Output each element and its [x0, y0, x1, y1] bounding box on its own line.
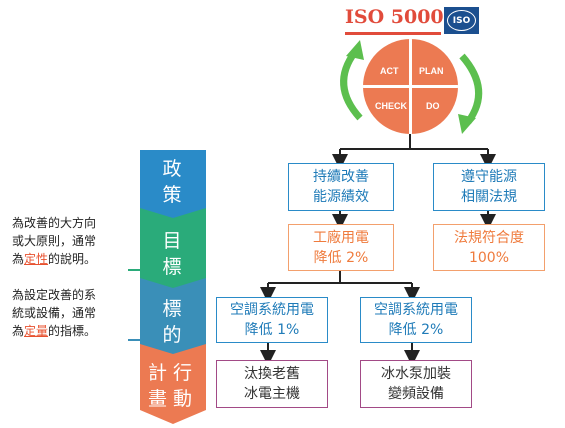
banner-policy-label: 政策	[162, 158, 184, 206]
cycle-arrow-right	[459, 53, 483, 125]
policy-box-left: 持續改善 能源績效	[288, 163, 394, 211]
action-box-left: 汰換老舊 冰電主機	[216, 360, 328, 408]
iso-logo-text: ISO	[447, 10, 476, 31]
title-underline	[345, 32, 441, 35]
target-note-line2: 統或設備，通常	[12, 306, 97, 320]
goal-note-line2: 或大原則，通常	[12, 234, 97, 248]
cycle-arrowhead-left	[346, 40, 364, 60]
pdca-divider-vertical	[409, 39, 412, 134]
banner-goal-label: 目標	[162, 230, 184, 278]
target-note: 為設定改善的系 統或設備，通常 為定量的指標。	[12, 286, 96, 340]
banner-target-shape	[140, 278, 206, 358]
goal-box-left: 工廠用電 降低 2%	[288, 224, 394, 271]
banner-action-shape	[140, 344, 206, 424]
target-box-left: 空調系統用電 降低 1%	[216, 297, 328, 343]
iso-standard-title: ISO 50001	[345, 6, 457, 28]
pdca-act-label: ACT	[380, 66, 399, 76]
goal-note-line1: 為改善的大方向	[12, 216, 97, 230]
banner-action-label: 計行畫動	[147, 362, 198, 410]
banner-policy-shape	[140, 150, 206, 222]
iso-logo: ISO	[444, 7, 479, 34]
pdca-plan-label: PLAN	[419, 66, 444, 76]
banner-goal-shape	[140, 208, 206, 292]
pdca-do-label: DO	[426, 101, 440, 111]
cycle-arrow-left	[340, 49, 363, 121]
pdca-check-label: CHECK	[375, 101, 408, 111]
target-note-line3: 為定量的指標。	[12, 324, 97, 338]
target-box-right: 空調系統用電 降低 2%	[360, 297, 472, 343]
banner-target-label: 標的	[162, 298, 184, 346]
qualitative-highlight: 定性	[24, 252, 49, 266]
goal-note-line3: 為定性的說明。	[12, 252, 97, 266]
action-box-right: 冰水泵加裝 變頻設備	[360, 360, 472, 408]
goal-note: 為改善的大方向 或大原則，通常 為定性的說明。	[12, 214, 96, 268]
pdca-cycle: ACT PLAN CHECK DO	[363, 39, 458, 134]
cycle-arrowhead-right	[458, 114, 476, 134]
goal-box-right: 法規符合度 100%	[433, 224, 545, 271]
quantitative-highlight: 定量	[24, 324, 49, 338]
target-note-line1: 為設定改善的系	[12, 288, 97, 302]
policy-box-right: 遵守能源 相關法規	[433, 163, 545, 211]
